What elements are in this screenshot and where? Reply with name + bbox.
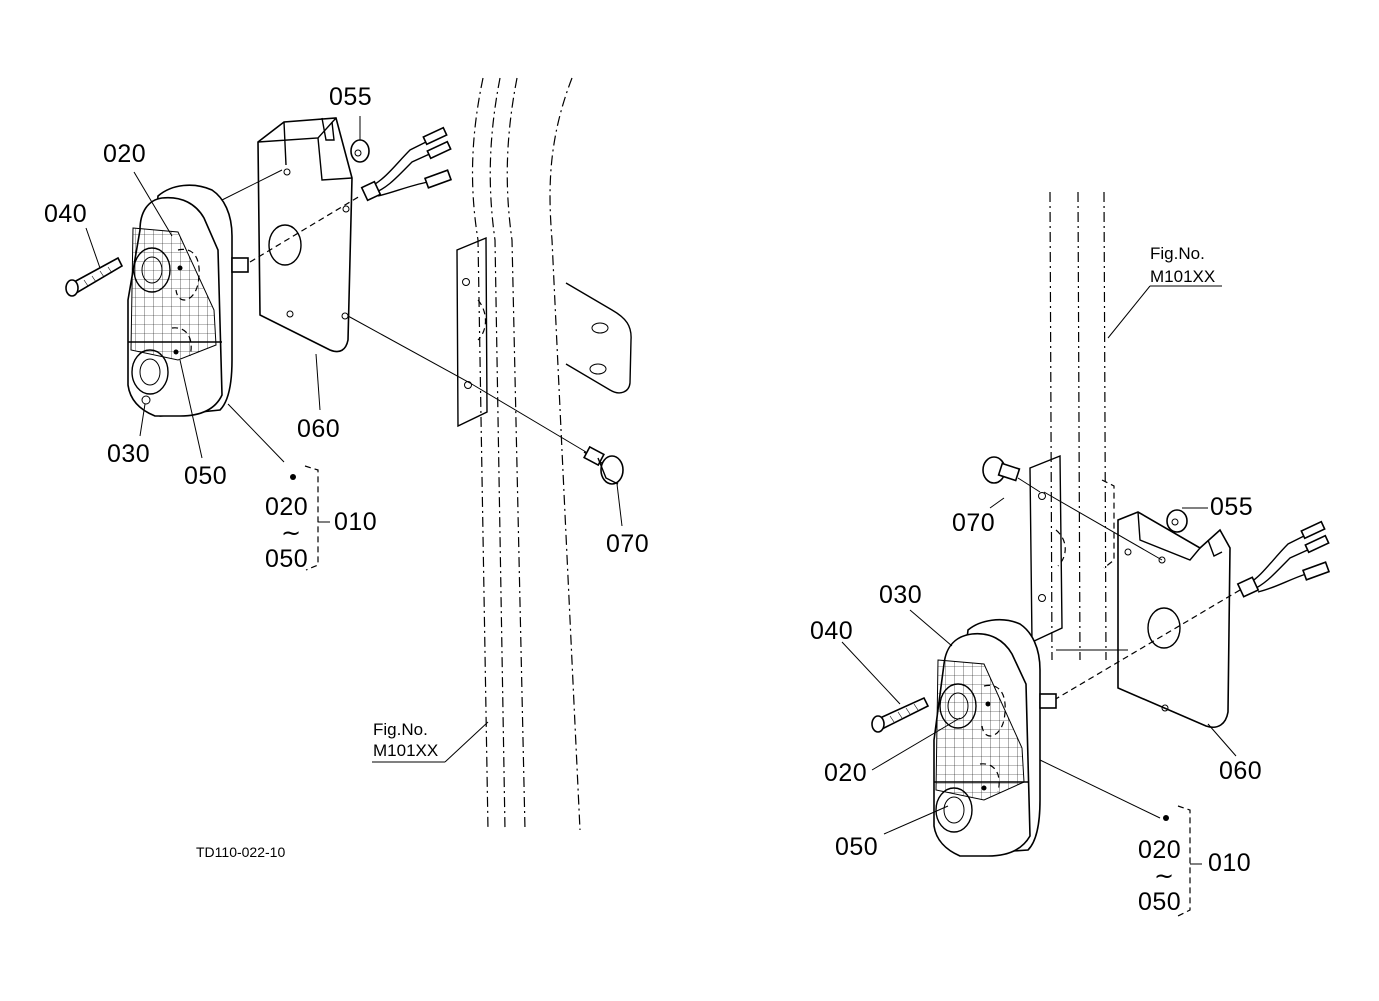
right-callout-050: 050 — [835, 833, 878, 861]
right-lamp-assembly — [933, 618, 1057, 857]
right-bolt-070 — [982, 456, 1041, 493]
right-mount-plate — [1029, 454, 1115, 644]
left-callout-050: 050 — [184, 462, 227, 490]
left-nut-055 — [350, 139, 370, 163]
left-mount-plate — [456, 236, 488, 428]
left-callouts: 055 020 040 060 030 050 070 020 ~ 050 01… — [44, 83, 649, 760]
left-fig-ref-number: M101XX — [373, 741, 438, 760]
left-fig-ref-label: Fig.No. — [373, 720, 428, 739]
left-callout-030: 030 — [107, 440, 150, 468]
left-assembly-from: 020 — [265, 493, 308, 521]
left-callout-040: 040 — [44, 200, 87, 228]
right-callout-040: 040 — [810, 617, 853, 645]
left-assembly-tilde: ~ — [281, 519, 301, 547]
left-bolt-070 — [583, 445, 624, 485]
right-screw-040 — [871, 696, 930, 733]
left-assembly-to: 050 — [265, 545, 308, 573]
left-callout-055: 055 — [329, 83, 372, 111]
right-callout-070: 070 — [952, 509, 995, 537]
right-leader-lines — [841, 285, 1237, 917]
right-assembly-parent: 010 — [1208, 849, 1251, 877]
left-rear-bracket — [565, 282, 632, 394]
left-view: 055 020 040 060 030 050 070 020 ~ 050 01… — [44, 77, 649, 860]
right-fig-ref-label: Fig.No. — [1150, 244, 1205, 263]
right-assembly-from: 020 — [1138, 836, 1181, 864]
left-callout-020: 020 — [103, 140, 146, 168]
right-callout-055: 055 — [1210, 493, 1253, 521]
left-lamp-assembly — [127, 184, 249, 417]
left-bracket-060 — [257, 117, 353, 353]
left-callout-060: 060 — [297, 415, 340, 443]
right-view: 070 055 030 040 020 050 060 020 ~ 050 01… — [810, 191, 1331, 917]
right-fig-ref-number: M101XX — [1150, 267, 1215, 286]
right-assembly-tilde: ~ — [1154, 862, 1174, 890]
drawing-code: TD110-022-10 — [196, 844, 285, 860]
right-callouts: 070 055 030 040 020 050 060 020 ~ 050 01… — [810, 244, 1262, 916]
right-assembly-to: 050 — [1138, 888, 1181, 916]
right-callout-060: 060 — [1219, 757, 1262, 785]
left-callout-070: 070 — [606, 530, 649, 558]
left-assembly-parent: 010 — [334, 508, 377, 536]
left-wiring-harness — [249, 126, 453, 263]
left-cab-pillar — [471, 77, 581, 831]
left-screw-040 — [65, 256, 124, 297]
right-callout-030: 030 — [879, 581, 922, 609]
right-callout-020: 020 — [824, 759, 867, 787]
right-wiring-harness — [1053, 520, 1331, 701]
right-bracket-060 — [1117, 511, 1231, 728]
right-cab-pillar — [1049, 191, 1107, 661]
right-nut-055 — [1166, 509, 1188, 533]
left-leader-lines — [85, 116, 623, 763]
